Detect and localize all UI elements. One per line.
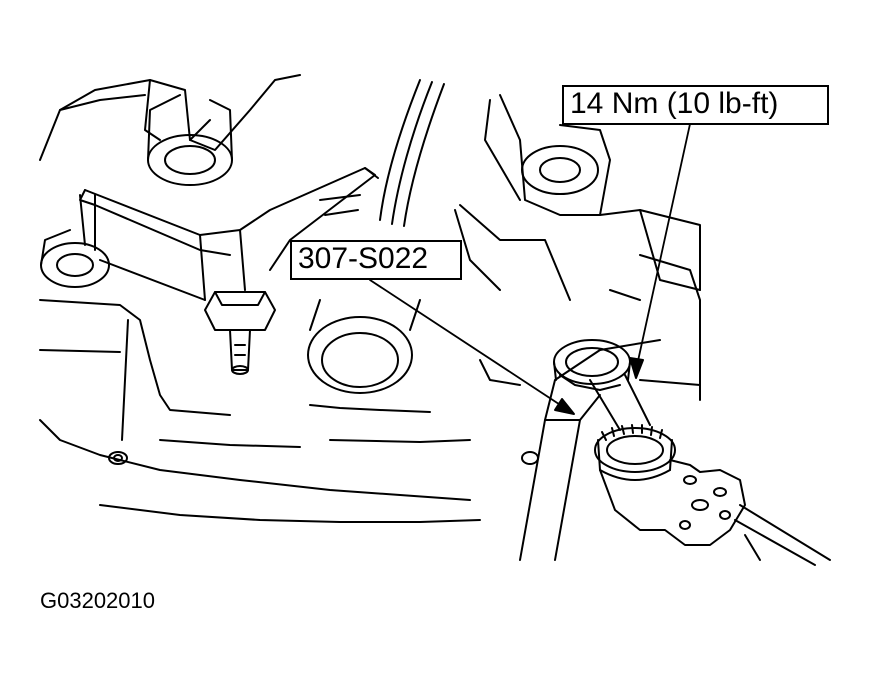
bracket-nut: [204, 291, 276, 375]
drive-shaft: [589, 374, 676, 481]
tool-number-label: 307-S022: [298, 242, 429, 275]
mount-boss-top: [147, 94, 233, 186]
mount-bracket: [79, 167, 379, 301]
housing-casting: [39, 74, 481, 523]
ratchet-handle: [599, 459, 831, 566]
torque-spec-callout: 14 Nm (10 lb-ft): [562, 85, 829, 125]
small-holes: [108, 451, 539, 465]
casting-bore: [307, 299, 421, 394]
torque-arrow: [629, 123, 691, 379]
figure-id: G03202010: [40, 588, 155, 613]
mount-boss-right: [484, 94, 701, 291]
torque-spec-label: 14 Nm (10 lb-ft): [570, 87, 779, 120]
harness-lines: [319, 79, 445, 227]
tool-number-callout: 307-S022: [290, 240, 462, 280]
mount-boss-left: [40, 194, 110, 288]
tool-arrow: [369, 279, 575, 415]
right-structure: [454, 204, 701, 401]
